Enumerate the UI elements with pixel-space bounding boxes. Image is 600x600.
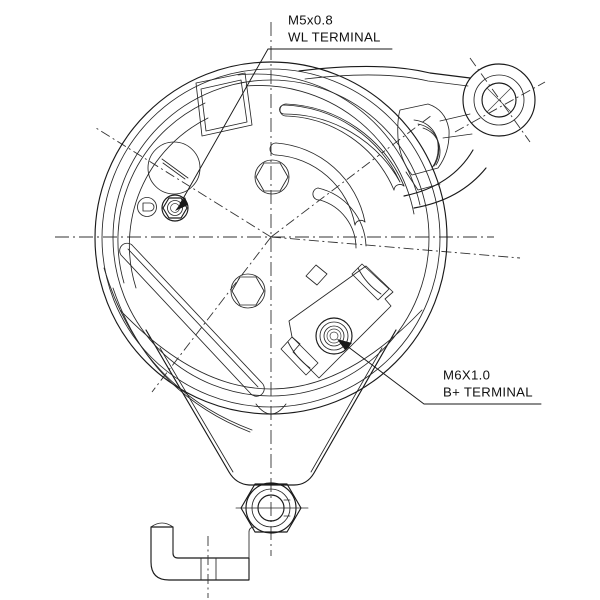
square-boss-outer (195, 72, 253, 137)
hex-nut-upper (255, 162, 289, 192)
bplus-terminal-ring-2 (319, 321, 349, 351)
bplus-terminal-outer-ring (316, 318, 352, 354)
regulator-lug-outer (397, 103, 450, 176)
mounting-ear-centerline-2 (454, 81, 546, 133)
mounting-ear-outer-circle (463, 64, 535, 136)
wl-leader-line (179, 48, 287, 205)
vent-notch-detail (305, 264, 328, 286)
mounting-arm-bridge-2 (442, 133, 473, 139)
inspection-circle-slot-2 (162, 162, 186, 180)
housing-rib-circle (112, 79, 430, 397)
wl-terminal-detail-group (137, 141, 201, 221)
bplus-terminal-callout: M6X1.0 B+ TERMINAL (337, 339, 542, 405)
housing-bottom-skirt-arc (119, 309, 423, 390)
square-boss-group (195, 72, 253, 137)
bplus-leader-line (342, 342, 442, 405)
mounting-ear-bore (482, 83, 516, 117)
m5-terminal-hex-nut (163, 198, 187, 218)
mounting-arm-top-edge (299, 66, 470, 78)
housing-bottom-lip (255, 403, 287, 415)
wl-terminal-callout: M5x0.8 WL TERMINAL (175, 13, 393, 211)
mounting-foot-group (235, 483, 309, 533)
diagonal-centerline-upper-right (270, 114, 433, 238)
wl-terminal-label: WL TERMINAL (288, 30, 381, 45)
mounting-arm-lower-edge (404, 150, 473, 196)
housing-long-rib-upper (237, 73, 421, 206)
vent-slot-arc-2-cap-left (269, 142, 277, 156)
face-hex-nuts-group (230, 159, 290, 309)
housing-lower-foot-inner-right (310, 347, 383, 473)
housing-lower-foot-inner (159, 347, 234, 473)
wl-thread-spec: M5x0.8 (288, 13, 333, 28)
vent-slot-arc-2-inner (275, 154, 356, 226)
diagonal-centerline-lower-left (151, 236, 272, 393)
bplus-boss-fin-top (351, 263, 390, 301)
bplus-boss-fin-bottom (280, 336, 319, 376)
bplus-leader-arrowhead (337, 339, 352, 350)
regulator-lug-group (397, 103, 450, 191)
bplus-thread-spec: M6X1.0 (443, 368, 490, 383)
bplus-boss-body (288, 265, 394, 379)
housing-upper-left-ring-b (128, 117, 209, 289)
bplus-boss-fin-bottom-curve (287, 341, 311, 369)
square-boss-inner (200, 79, 248, 132)
vent-slot-group (237, 73, 421, 286)
small-eyelet-outer (137, 197, 157, 217)
mounting-arm-bridge (439, 113, 471, 122)
housing-outline-group (95, 62, 447, 485)
mounting-ear-centerline-1 (469, 57, 531, 143)
vent-slot-arc-3-inner (319, 199, 357, 249)
diagonal-centerline-lower-right (270, 236, 521, 259)
small-eyelet-inner (142, 202, 155, 212)
vent-slot-arc-3-outer (317, 187, 367, 247)
vent-slot-diagonal (119, 242, 265, 397)
regulator-lug-inner-3 (422, 127, 441, 166)
vent-slot-arc-1-outer (285, 103, 405, 187)
centerline-group (55, 22, 521, 556)
bracket-stub-to-foot (248, 526, 256, 559)
bplus-terminal-stud-core (329, 331, 339, 341)
regulator-lug-tail (405, 171, 441, 191)
hex-nut-lower-circle (230, 273, 266, 309)
inspection-circle-slot (161, 158, 189, 179)
mounting-ear-mid-circle (473, 74, 525, 126)
housing-upper-left-ring-a (117, 102, 206, 284)
vent-slot-arc-1-cap-right (393, 184, 405, 191)
bplus-terminal-label: B+ TERMINAL (443, 385, 533, 400)
vent-slot-arc-1-inner (285, 115, 395, 191)
vent-slot-arc-1 (279, 104, 401, 183)
housing-second-circle (101, 68, 441, 408)
mounting-ear-group (299, 57, 546, 208)
mounting-foot-thread-mark (283, 499, 291, 517)
mounting-arm-top-edge-2 (304, 74, 469, 87)
vent-slot-arc-2-outer (275, 142, 366, 223)
bplus-terminal-boss-group (280, 263, 394, 379)
housing-lower-foot-outline (146, 330, 396, 485)
diagonal-centerline-upper-left (95, 127, 272, 238)
lower-bracket-group (150, 522, 256, 598)
bplus-terminal-ring-3 (323, 325, 345, 347)
wl-leader-arrowhead (175, 197, 188, 211)
hex-nut-upper-circle (254, 159, 290, 195)
bplus-boss-fin-top-curve (357, 267, 382, 295)
vent-slot-arc-1-cap-left (279, 103, 287, 117)
housing-long-rib-upper-2 (245, 85, 415, 215)
lower-bracket-outer (151, 527, 249, 580)
m5-terminal-washer (162, 195, 188, 221)
vent-slot-diagonal-inner-line (127, 248, 259, 388)
vent-slot-arc-3-cap-left (312, 187, 321, 201)
lower-bracket-cap (150, 522, 174, 528)
diagonal-slot-group (103, 242, 265, 433)
hex-nut-lower (231, 276, 265, 306)
bplus-terminal-ring-4 (326, 328, 342, 344)
mounting-ear-bore-cross-2 (486, 87, 512, 113)
housing-rib-lower-left-2 (112, 287, 251, 433)
housing-rib-lower-left (103, 267, 253, 431)
m5-terminal-stud (167, 200, 183, 216)
mounting-arm-body-right (414, 168, 486, 208)
